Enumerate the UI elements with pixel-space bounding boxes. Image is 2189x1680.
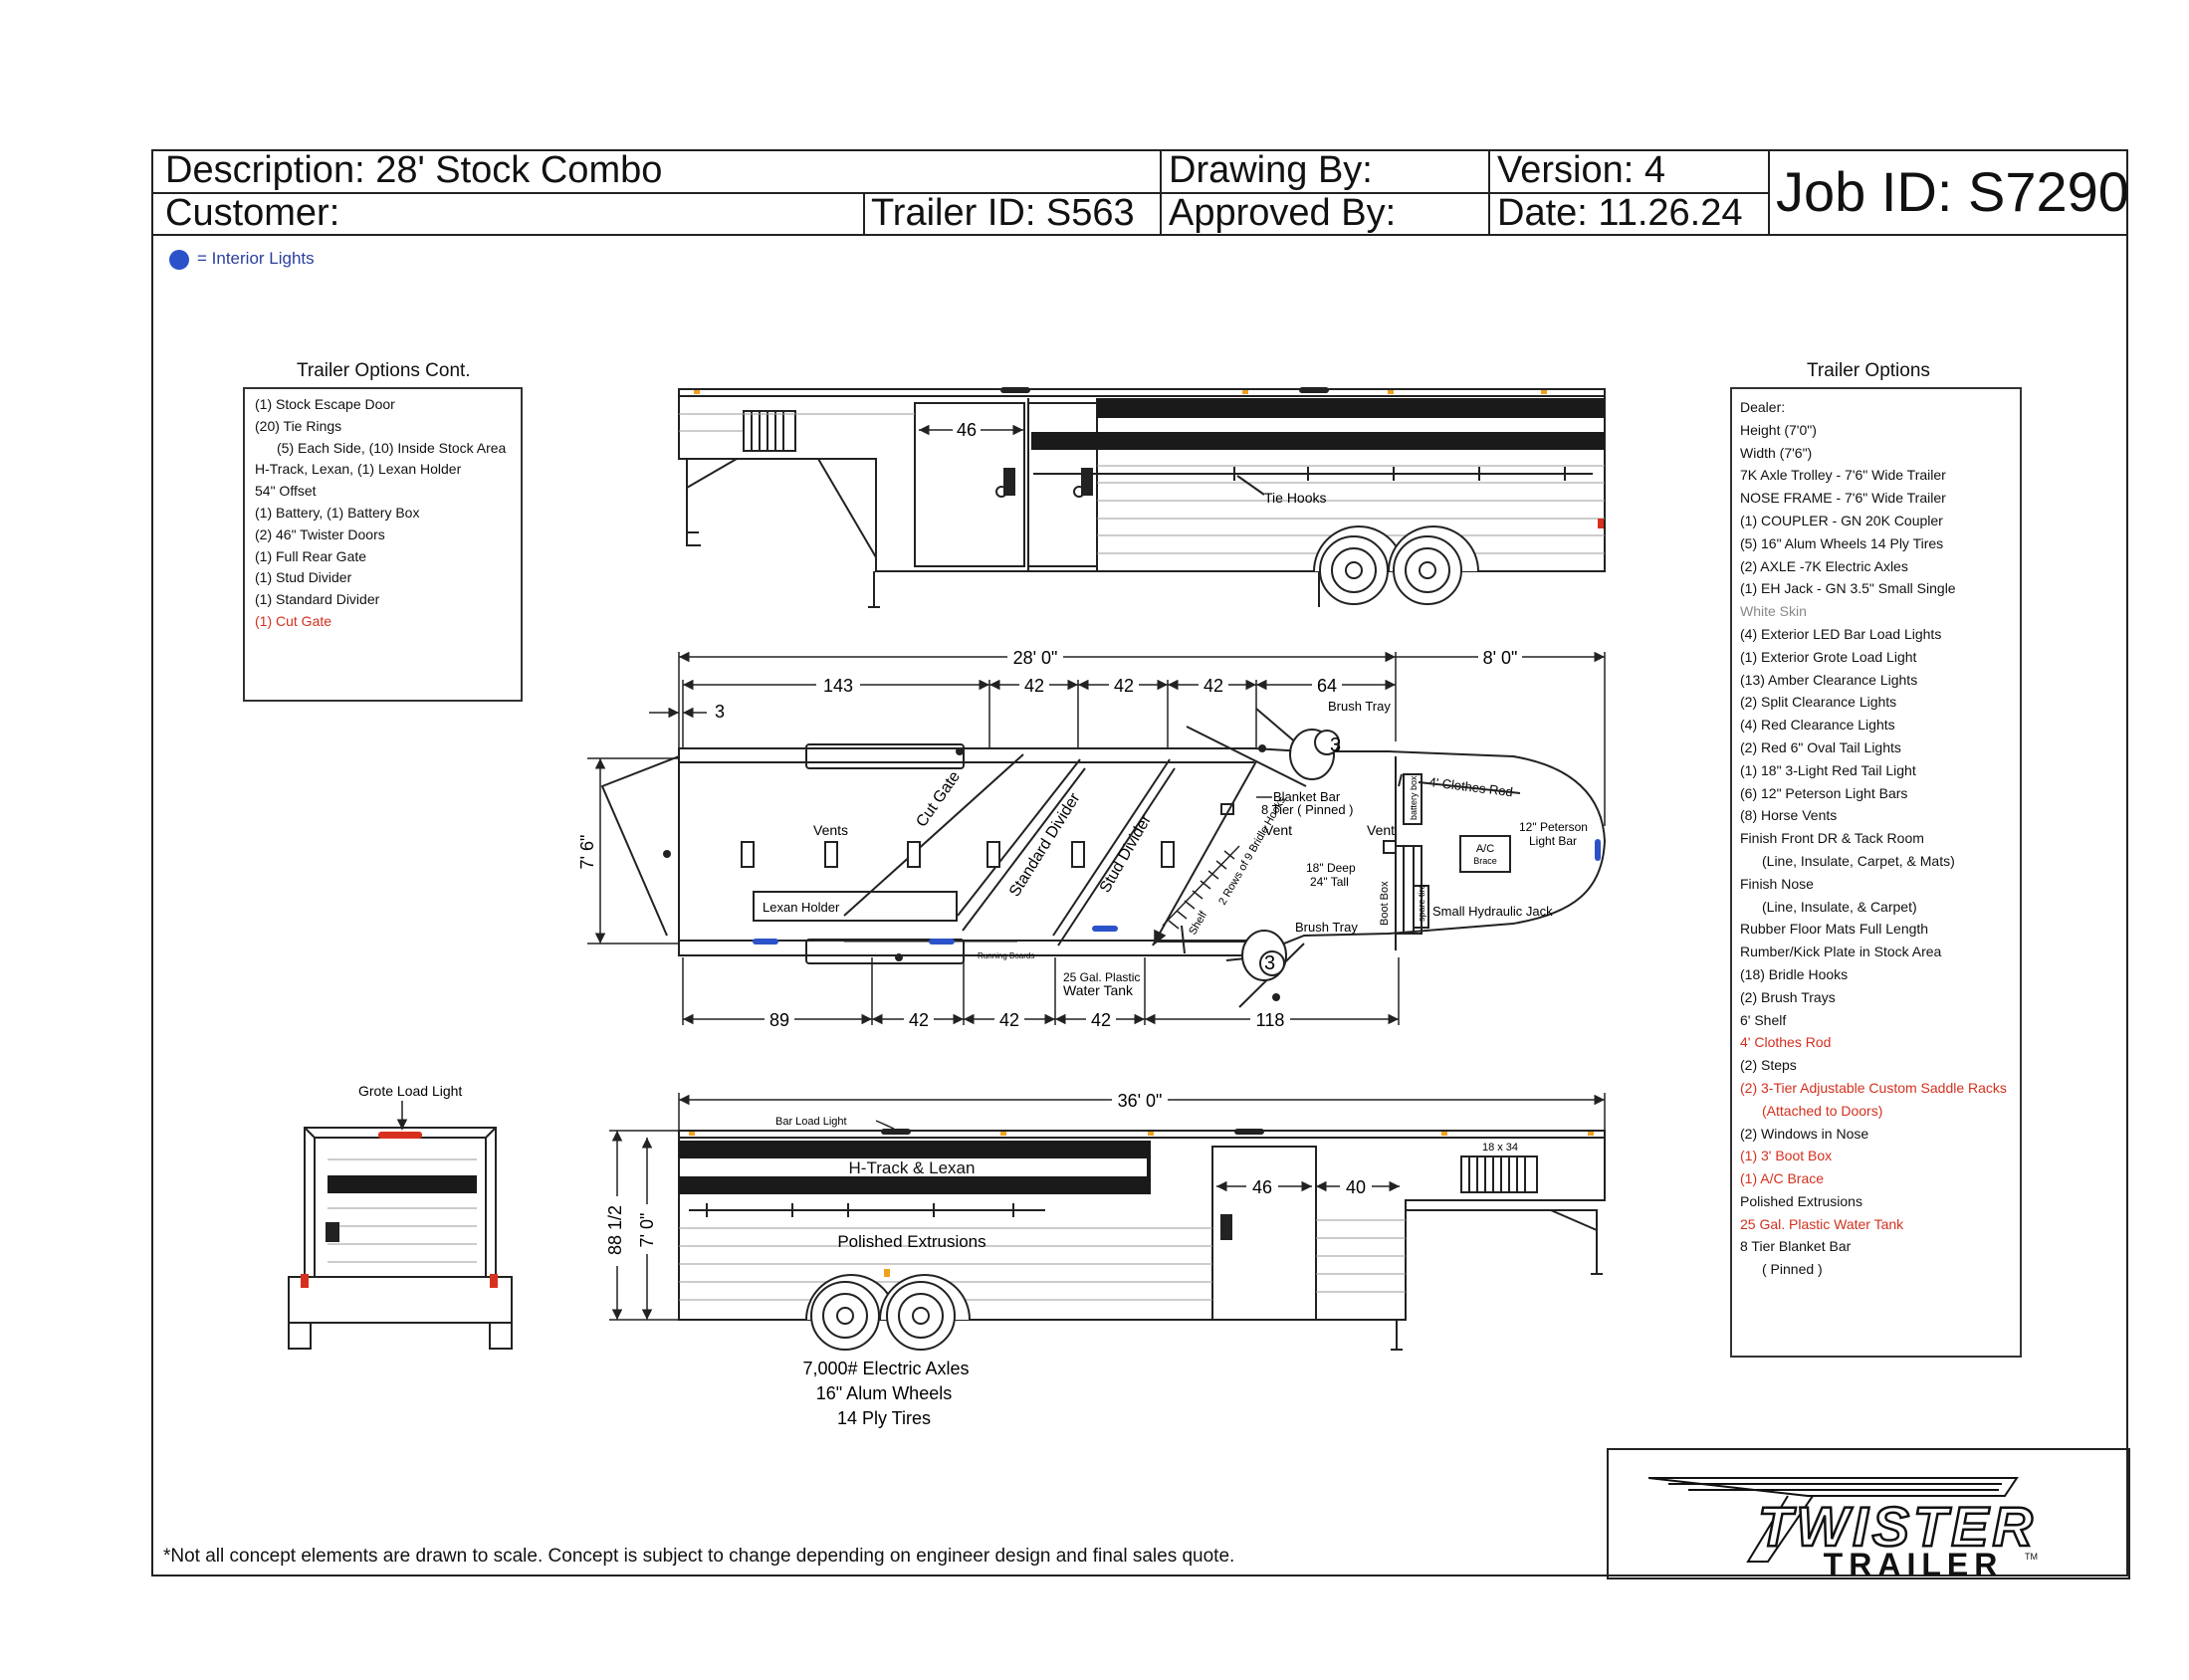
interior-lights-legend: = Interior Lights [169, 249, 315, 270]
option-item: Width (7'6") [1740, 444, 1813, 461]
option-item: (4) Red Clearance Lights [1740, 717, 1895, 734]
option-item: (1) EH Jack - GN 3.5" Small Single [1740, 580, 1956, 597]
header-divider-2 [1160, 149, 1162, 234]
interior-light-icon [169, 249, 189, 270]
option-cont-item: H-Track, Lexan, (1) Lexan Holder [255, 461, 462, 478]
option-item: (2) Red 6" Oval Tail Lights [1740, 738, 1901, 755]
option-cont-item: (2) 46" Twister Doors [255, 525, 385, 542]
option-item: Finish Nose [1740, 875, 1814, 892]
approved-by-field: Approved By: [1169, 192, 1397, 234]
option-item: 25 Gal. Plastic Water Tank [1740, 1215, 1904, 1232]
option-item: Height (7'0") [1740, 421, 1817, 438]
option-item: (2) Split Clearance Lights [1740, 694, 1897, 711]
disclaimer: *Not all concept elements are drawn to s… [163, 1546, 1235, 1567]
option-item: (18) Bridle Hooks [1740, 965, 1849, 982]
option-item: (Attached to Doors) [1762, 1102, 1883, 1119]
options-cont-box: (1) Stock Escape Door (20) Tie Rings (5) E… [243, 387, 523, 702]
logo-box: TWISTER TRAILER TM [1607, 1448, 2130, 1582]
drawing-by-field: Drawing By: [1169, 149, 1373, 191]
drawing-frame [151, 149, 2128, 1576]
version-field: Version: 4 [1497, 149, 1665, 191]
option-item: Dealer: [1740, 399, 1786, 415]
option-cont-item: (1) Cut Gate [255, 612, 332, 629]
option-item: (13) Amber Clearance Lights [1740, 671, 1918, 688]
option-item: (1) COUPLER - GN 20K Coupler [1740, 512, 1943, 528]
option-item: (2) 3-Tier Adjustable Custom Saddle Rack… [1740, 1079, 2007, 1096]
option-item: 6' Shelf [1740, 1011, 1787, 1028]
option-cont-item: (1) Battery, (1) Battery Box [255, 504, 420, 521]
option-cont-item: (1) Standard Divider [255, 591, 380, 608]
description-field: Description: 28' Stock Combo [165, 149, 663, 191]
option-cont-item: (1) Stud Divider [255, 569, 352, 586]
option-item: 7K Axle Trolley - 7'6" Wide Trailer [1740, 467, 1946, 484]
option-item: 8 Tier Blanket Bar [1740, 1238, 1852, 1255]
option-cont-item: (1) Full Rear Gate [255, 547, 367, 564]
option-item: Rubber Floor Mats Full Length [1740, 921, 1929, 938]
option-item: Finish Front DR & Tack Room [1740, 830, 1924, 847]
option-item: (1) 3' Boot Box [1740, 1148, 1833, 1164]
option-item: (1) Exterior Grote Load Light [1740, 648, 1917, 665]
options-cont-title: Trailer Options Cont. [297, 360, 471, 381]
option-item: (2) AXLE -7K Electric Axles [1740, 557, 1908, 574]
option-item: NOSE FRAME - 7'6" Wide Trailer [1740, 490, 1946, 507]
option-cont-item: (1) Stock Escape Door [255, 396, 395, 412]
option-item: (4) Exterior LED Bar Load Lights [1740, 625, 1942, 642]
option-cont-item: 54" Offset [255, 483, 317, 500]
option-item: (2) Windows in Nose [1740, 1125, 1869, 1142]
options-box: Dealer: Height (7'0") Width (7'6") 7K Axle … [1730, 387, 2022, 1358]
option-item: (2) Steps [1740, 1057, 1797, 1074]
option-item: (6) 12" Peterson Light Bars [1740, 784, 1908, 801]
option-item: Rumber/Kick Plate in Stock Area [1740, 944, 1942, 960]
option-cont-item: (5) Each Side, (10) Inside Stock Area [277, 439, 507, 456]
logo-sub-text: TRAILER [1824, 1547, 2004, 1581]
option-item: 4' Clothes Rod [1740, 1034, 1832, 1051]
job-id-field: Job ID: S7290 [1776, 160, 2129, 223]
option-item: (1) 18" 3-Light Red Tail Light [1740, 761, 1916, 778]
options-title: Trailer Options [1807, 360, 1930, 381]
customer-field: Customer: [165, 192, 340, 234]
header-row-divider [151, 192, 1768, 194]
option-item: (Line, Insulate, Carpet, & Mats) [1762, 852, 1955, 869]
option-item: (Line, Insulate, & Carpet) [1762, 898, 1917, 915]
option-item: (8) Horse Vents [1740, 807, 1838, 824]
option-item: (5) 16" Alum Wheels 14 Ply Tires [1740, 534, 1944, 551]
option-item: (2) Brush Trays [1740, 988, 1836, 1005]
options-list: Dealer: Height (7'0") Width (7'6") 7K Axle … [1740, 396, 2020, 1281]
options-cont-list: (1) Stock Escape Door (20) Tie Rings (5) E… [255, 394, 521, 633]
option-item: ( Pinned ) [1762, 1261, 1823, 1278]
option-item: (1) A/C Brace [1740, 1170, 1825, 1187]
option-item: White Skin [1740, 603, 1807, 620]
header-divider-3 [1488, 149, 1490, 234]
header-bottom-line [151, 234, 2128, 236]
option-cont-item: (20) Tie Rings [255, 417, 342, 434]
header-divider-1 [863, 192, 865, 234]
logo-tm: TM [2025, 1552, 2038, 1562]
date-field: Date: 11.26.24 [1497, 192, 1743, 234]
option-item: Polished Extrusions [1740, 1192, 1862, 1209]
trailer-id-field: Trailer ID: S563 [871, 192, 1135, 234]
header-divider-4 [1768, 149, 1770, 234]
legend-label: = Interior Lights [197, 249, 315, 268]
twister-logo: TWISTER TRAILER TM [1647, 1477, 2038, 1582]
logo-main-text: TWISTER [1758, 1495, 2037, 1558]
